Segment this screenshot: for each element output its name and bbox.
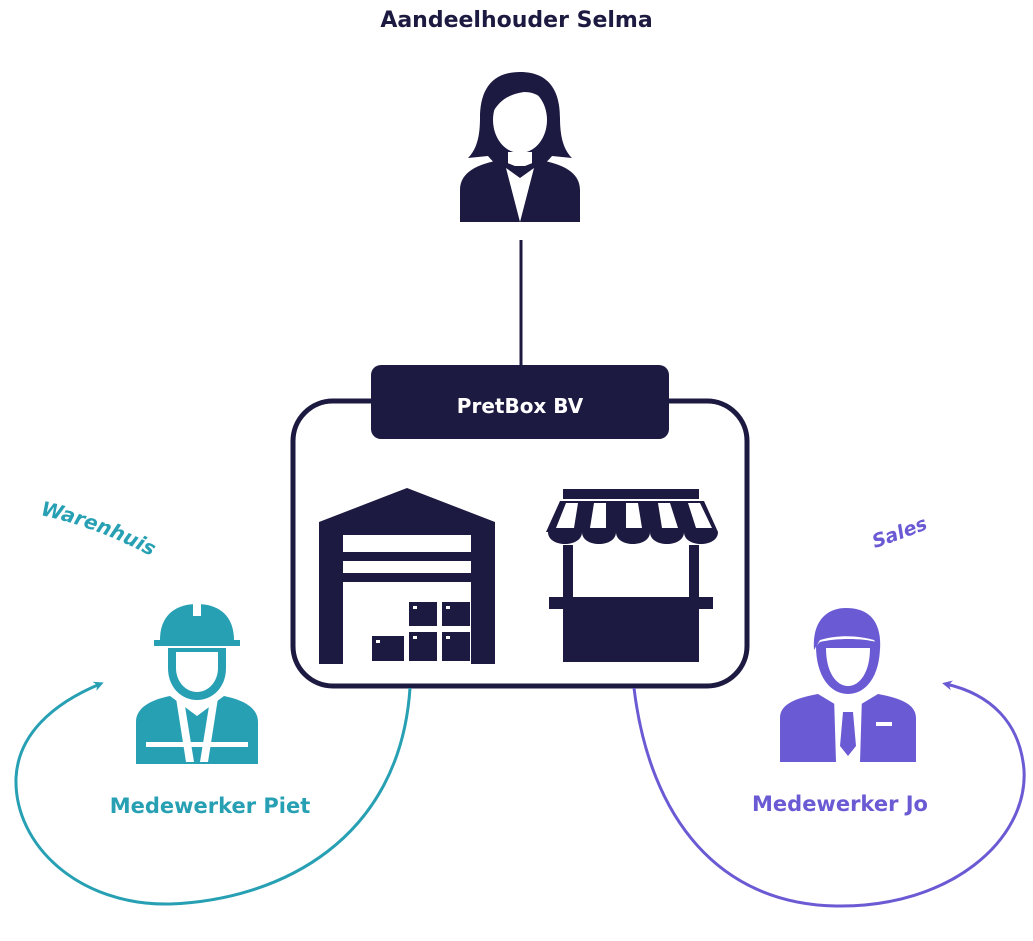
employee-name-piet: Medewerker Piet	[109, 794, 311, 818]
department-label-sales: Sales	[869, 513, 930, 553]
department-label-warenhuis: Warenhuis	[39, 496, 160, 560]
company-name-tab	[371, 365, 669, 439]
businessman-icon	[780, 608, 916, 762]
market-stall-icon	[546, 489, 718, 662]
company-name: PretBox BV	[456, 394, 584, 418]
shareholder-name: Aandeelhouder Selma	[380, 8, 653, 33]
employee-name-jo: Medewerker Jo	[752, 792, 928, 816]
construction-worker-icon	[136, 602, 258, 764]
warehouse-icon	[319, 488, 495, 664]
woman-avatar-icon	[460, 72, 580, 222]
warehouse-flow-arrow	[14, 681, 412, 906]
sales-flow-arrow	[632, 680, 1026, 908]
